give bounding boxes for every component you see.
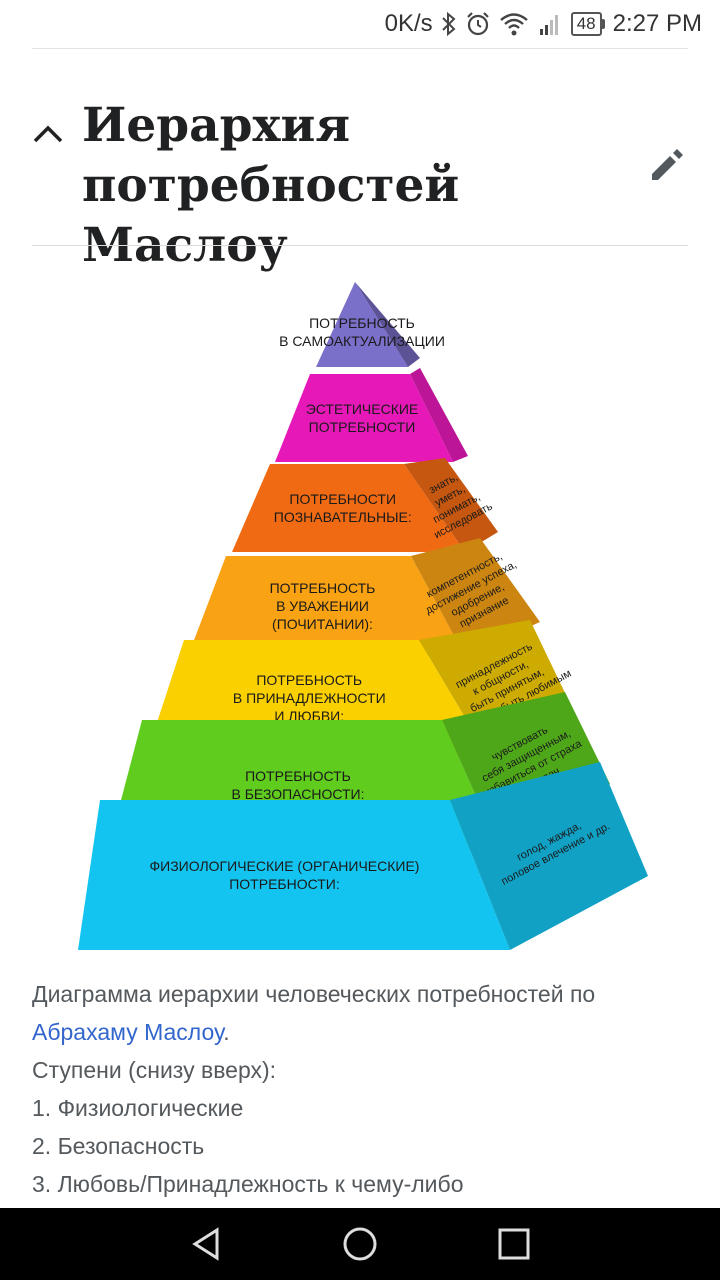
pyramid-label: В ПРИНАДЛЕЖНОСТИ — [233, 690, 386, 706]
pyramid-face — [275, 374, 453, 462]
pyramid-level: ПОТРЕБНОСТИПОЗНАВАТЕЛЬНЫЕ:знать,уметь,по… — [232, 458, 498, 552]
section-header[interactable]: Иерархия потребностей Маслоу — [0, 96, 720, 273]
signal-icon — [539, 15, 558, 35]
pyramid-label: ПОТРЕБНОСТЬ — [245, 768, 351, 784]
pyramid-diagram: ПОТРЕБНОСТЬ В САМОАКТУАЛИЗАЦИИ ЭСТЕТИЧЕСКИ… — [78, 282, 648, 950]
pencil-icon[interactable] — [646, 144, 688, 186]
header-divider — [32, 245, 688, 246]
pyramid-level: ФИЗИОЛОГИЧЕСКИЕ (ОРГАНИЧЕСКИЕ) ПОТРЕБНОСТ… — [78, 762, 648, 950]
back-triangle-icon[interactable] — [189, 1226, 223, 1262]
pyramid-side — [355, 282, 420, 367]
pyramid-label: ЭСТЕТИЧЕСКИЕ — [306, 401, 419, 417]
net-speed: 0K/s — [384, 10, 433, 37]
step-item: 3. Любовь/Принадлежность к чему-либо — [32, 1171, 464, 1197]
clock: 2:27 PM — [612, 10, 702, 37]
pyramid-label: ПОТРЕБНОСТЬ — [270, 580, 376, 596]
alarm-icon — [466, 12, 489, 36]
pyramid-side — [450, 762, 648, 950]
pyramid-label: ПОЗНАВАТЕЛЬНЫЕ: — [274, 509, 412, 525]
pyramid-label: ФИЗИОЛОГИЧЕСКИЕ (ОРГАНИЧЕСКИЕ) — [150, 858, 420, 874]
recents-square-icon[interactable] — [497, 1227, 531, 1261]
steps-heading: Ступени (снизу вверх): — [32, 1057, 277, 1083]
battery-level: 48 — [570, 12, 602, 36]
top-divider — [32, 48, 688, 49]
pyramid-label: В БЕЗОПАСНОСТИ: — [232, 786, 365, 802]
pyramid-level: ЭСТЕТИЧЕСКИЕ ПОТРЕБНОСТИ — [275, 368, 468, 462]
pyramid-side — [410, 368, 468, 462]
step-item: 1. Физиологические — [32, 1095, 244, 1121]
pyramid-face — [316, 282, 408, 367]
pyramid-label: В САМОАКТУАЛИЗАЦИИ — [279, 333, 445, 349]
pyramid-label: ПОТРЕБНОСТЬ — [309, 315, 415, 331]
pyramid-face — [188, 556, 465, 656]
navigation-bar — [0, 1208, 720, 1280]
pyramid-side — [404, 458, 498, 552]
pyramid-face — [78, 800, 510, 950]
pyramid-label: ПОТРЕБНОСТИ — [309, 419, 416, 435]
section-title: Иерархия потребностей Маслоу — [82, 98, 460, 273]
wifi-icon — [499, 13, 528, 36]
pyramid-label: ПОТРЕБНОСТИ — [289, 491, 396, 507]
battery-icon: 48 — [570, 12, 605, 36]
pyramid-label: ПОТРЕБНОСТИ: — [229, 876, 340, 892]
home-circle-icon[interactable] — [342, 1226, 378, 1262]
bluetooth-icon — [441, 11, 456, 37]
pyramid-label: В УВАЖЕНИИ — [276, 598, 369, 614]
pyramid-level: ПОТРЕБНОСТЬ В САМОАКТУАЛИЗАЦИИ — [279, 282, 445, 367]
pyramid-face — [232, 464, 465, 552]
pyramid-label: (ПОЧИТАНИИ): — [272, 616, 373, 632]
chevron-up-icon[interactable] — [30, 116, 66, 152]
status-bar: 0K/s 48 2:27 PM — [0, 0, 720, 48]
step-item: 2. Безопасность — [32, 1133, 205, 1159]
maslow-link[interactable]: Абрахаму Маслоу — [32, 1019, 224, 1045]
maslow-pyramid-image[interactable]: ПОТРЕБНОСТЬ В САМОАКТУАЛИЗАЦИИ ЭСТЕТИЧЕСКИ… — [70, 270, 660, 970]
figure-caption: Диаграмма иерархии человеческих потребно… — [32, 975, 692, 1203]
pyramid-label: ПОТРЕБНОСТЬ — [256, 672, 362, 688]
caption-line: Диаграмма иерархии человеческих потребно… — [32, 981, 596, 1045]
